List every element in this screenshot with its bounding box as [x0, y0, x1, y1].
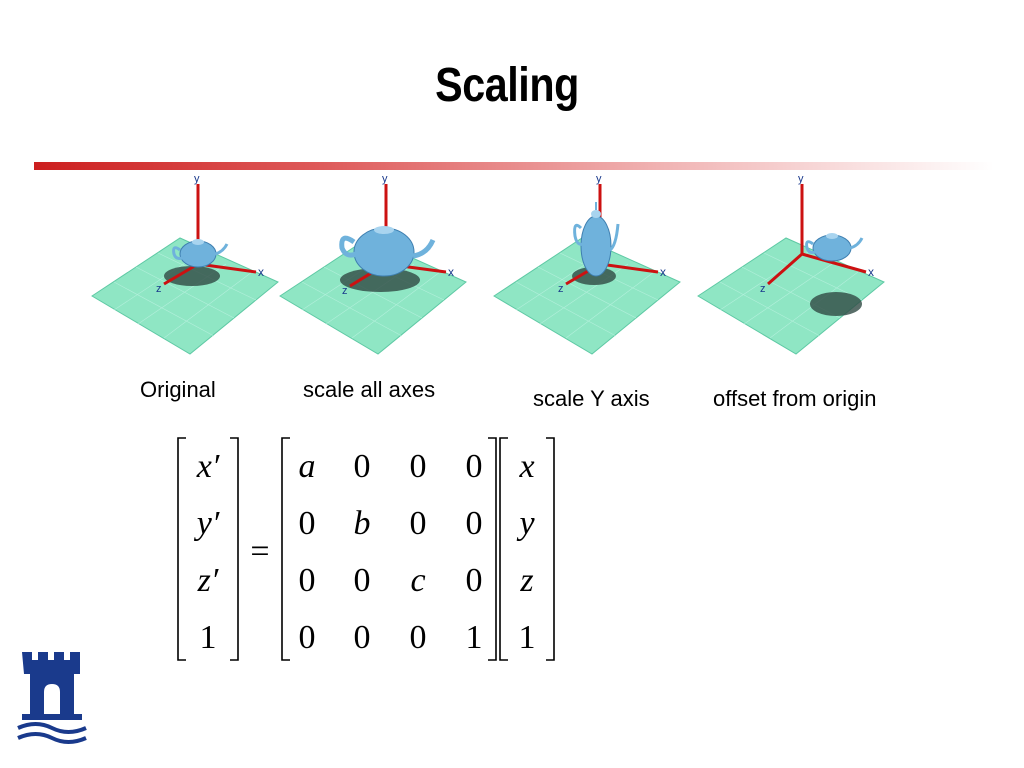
matrix-cell: c [410, 562, 425, 599]
scene-scale-y-axis: y x z [493, 173, 681, 355]
scene-scale-all-axes: y x z [279, 173, 467, 355]
z-axis-label: z [342, 285, 348, 297]
matrix-brackets [281, 437, 497, 661]
grid-floor [91, 237, 279, 355]
z-axis-label: z [760, 283, 766, 295]
matrix-cell: 1 [466, 619, 483, 656]
matrix-cell: 0 [354, 448, 371, 485]
caption-original: Original [140, 377, 216, 402]
university-logo [17, 652, 87, 744]
lhs-brackets [177, 437, 239, 661]
teapot [805, 233, 864, 262]
grid-lines [719, 251, 863, 339]
matrix-cell: 0 [466, 562, 483, 599]
grid-floor [493, 237, 681, 355]
matrix-cell: 0 [299, 505, 316, 542]
x-axis-label: x [868, 265, 874, 279]
matrix-cell: 0 [299, 619, 316, 656]
matrix-cell: 0 [466, 448, 483, 485]
matrix-cell: 0 [354, 619, 371, 656]
grid-floor [697, 237, 885, 355]
matrix-cell: 0 [299, 562, 316, 599]
matrix-cell: 0 [466, 505, 483, 542]
rhs-one: 1 [519, 619, 536, 656]
lhs-x-prime: x′ [196, 448, 220, 485]
rhs-z: z [519, 562, 533, 599]
matrix-cell: b [354, 505, 371, 542]
z-axis-line [767, 252, 803, 286]
scene-offset-from-origin: y x z [697, 173, 885, 355]
x-axis-label: x [660, 265, 666, 279]
teapot [573, 202, 620, 277]
rhs-x: x [518, 448, 534, 485]
title-divider [34, 162, 994, 170]
teapot-shadow [340, 268, 420, 292]
teapot [172, 239, 229, 268]
z-axis-label: z [156, 283, 162, 295]
matrix-cell: 0 [410, 619, 427, 656]
lhs-y-prime: y′ [194, 505, 220, 542]
lhs-one: 1 [200, 619, 217, 656]
caption-scale-y-axis: scale Y axis [533, 386, 650, 411]
y-axis-label: y [596, 173, 602, 185]
caption-scale-all-axes: scale all axes [303, 377, 436, 402]
rhs-y: y [516, 505, 535, 542]
scaling-matrix-equation: x′ y′ z′ 1 = a 0 0 0 0 b 0 0 0 0 c 0 0 0… [177, 437, 555, 661]
y-axis-label: y [194, 173, 200, 185]
teapot [339, 226, 436, 277]
x-axis-line [801, 252, 867, 274]
y-axis-label: y [382, 173, 388, 185]
caption-offset-from-origin: offset from origin [713, 386, 877, 411]
z-axis-label: z [558, 283, 564, 295]
y-axis-label: y [798, 173, 804, 185]
equals-sign: = [250, 533, 269, 570]
scene-original: y x z [91, 173, 279, 355]
matrix-cell: a [299, 448, 316, 485]
scaling-matrix: a 0 0 0 0 b 0 0 0 0 c 0 0 0 0 1 [299, 448, 483, 656]
x-axis-label: x [258, 265, 264, 279]
matrix-cell: 0 [410, 448, 427, 485]
x-axis-label: x [448, 265, 454, 279]
matrix-cell: 0 [410, 505, 427, 542]
teapot-shadow [810, 292, 862, 316]
z-axis-line [163, 262, 199, 286]
slide-title: Scaling [435, 59, 579, 112]
x-axis-line [599, 262, 659, 274]
rhs-brackets [499, 437, 555, 661]
teapot-shadow [164, 266, 220, 286]
matrix-cell: 0 [354, 562, 371, 599]
lhs-z-prime: z′ [197, 562, 219, 599]
